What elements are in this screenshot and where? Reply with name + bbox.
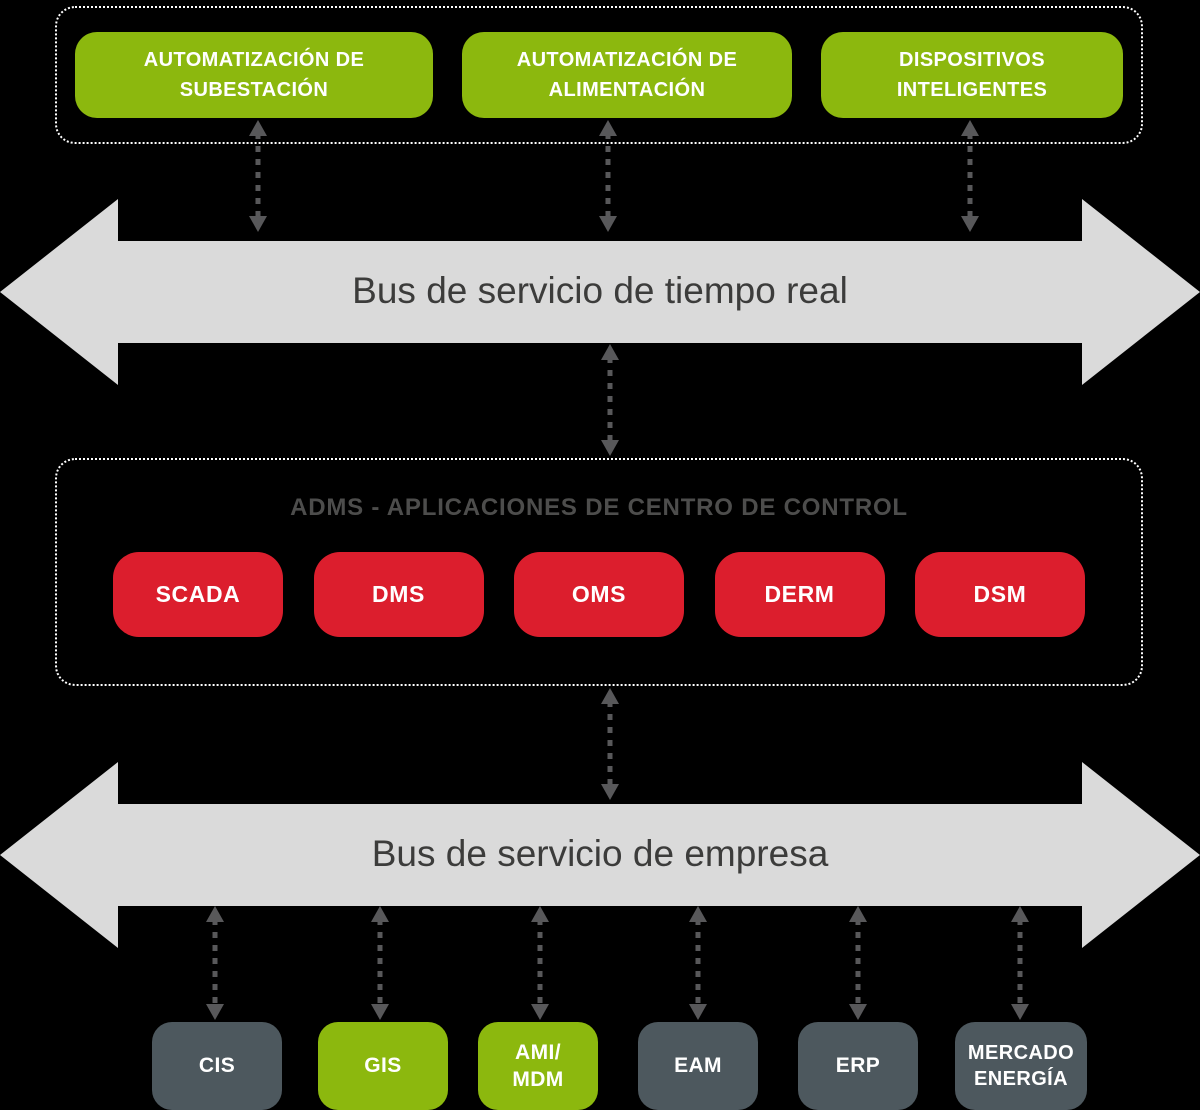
adms-title: ADMS - APLICACIONES DE CENTRO DE CONTROL (290, 494, 908, 521)
cis-box: CIS (152, 1022, 282, 1110)
ami-mdm-box: AMI/ MDM (478, 1022, 598, 1110)
box-label-line1: AUTOMATIZACIÓN DE (143, 49, 365, 71)
box-label-line2: INTELIGENTES (896, 79, 1048, 101)
app-label: SCADA (155, 581, 241, 607)
feeder-automation-box: AUTOMATIZACIÓN DE ALIMENTACIÓN (462, 32, 792, 118)
app-label: DMS (372, 581, 425, 607)
dashed-arrow-connector (596, 120, 620, 232)
sys-label-line1: GIS (364, 1054, 402, 1078)
dashed-arrow-connector (1008, 906, 1032, 1020)
intelligent-devices-box: DISPOSITIVOS INTELIGENTES (821, 32, 1123, 118)
substation-automation-box: AUTOMATIZACIÓN DE SUBESTACIÓN (75, 32, 433, 118)
box-label-line1: DISPOSITIVOS (899, 49, 1045, 71)
dashed-arrow-connector (598, 688, 622, 800)
dashed-arrow-connector (203, 906, 227, 1020)
double-arrow-shape (0, 199, 1200, 385)
sys-label-line1: AMI/ (515, 1040, 561, 1064)
scada-box: SCADA (113, 552, 283, 637)
dsm-box: DSM (915, 552, 1085, 637)
app-label: DERM (764, 581, 835, 607)
field-devices-panel: AUTOMATIZACIÓN DE SUBESTACIÓN AUTOMATIZA… (55, 6, 1143, 144)
dashed-arrow-connector (528, 906, 552, 1020)
bus-label: Bus de servicio de tiempo real (352, 270, 848, 311)
sys-label-line1: ERP (835, 1054, 881, 1078)
sys-label-line1: MERCADO (967, 1042, 1075, 1064)
double-arrow-shape (0, 762, 1200, 948)
dashed-arrow-connector (598, 344, 622, 456)
dashed-arrow-connector (246, 120, 270, 232)
dashed-arrow-connector (368, 906, 392, 1020)
energy-market-box: MERCADO ENERGÍA (955, 1022, 1087, 1110)
adms-apps-row: SCADA DMS OMS DERM DSM (57, 552, 1141, 637)
sys-label-line1: CIS (198, 1054, 236, 1078)
dashed-arrow-connector (686, 906, 710, 1020)
adms-panel: ADMS - APLICACIONES DE CENTRO DE CONTROL… (55, 458, 1143, 686)
app-label: DSM (973, 581, 1027, 607)
box-label-line1: AUTOMATIZACIÓN DE (516, 49, 738, 71)
eam-box: EAM (638, 1022, 758, 1110)
sys-label-line2: ENERGÍA (974, 1068, 1068, 1090)
bus-label: Bus de servicio de empresa (371, 833, 829, 874)
sys-label-line2: MDM (512, 1068, 564, 1091)
app-label: OMS (571, 581, 627, 607)
enterprise-service-bus: Bus de servicio de empresa (0, 760, 1200, 950)
dashed-arrow-connector (958, 120, 982, 232)
box-label-line2: ALIMENTACIÓN (548, 79, 706, 101)
box-label-line2: SUBESTACIÓN (179, 79, 329, 101)
oms-box: OMS (514, 552, 684, 637)
realtime-service-bus: Bus de servicio de tiempo real (0, 197, 1200, 387)
dms-box: DMS (313, 552, 484, 637)
dashed-arrow-connector (846, 906, 870, 1020)
sys-label-line1: EAM (674, 1054, 722, 1078)
derm-box: DERM (714, 552, 885, 637)
erp-box: ERP (798, 1022, 918, 1110)
gis-box: GIS (318, 1022, 448, 1110)
